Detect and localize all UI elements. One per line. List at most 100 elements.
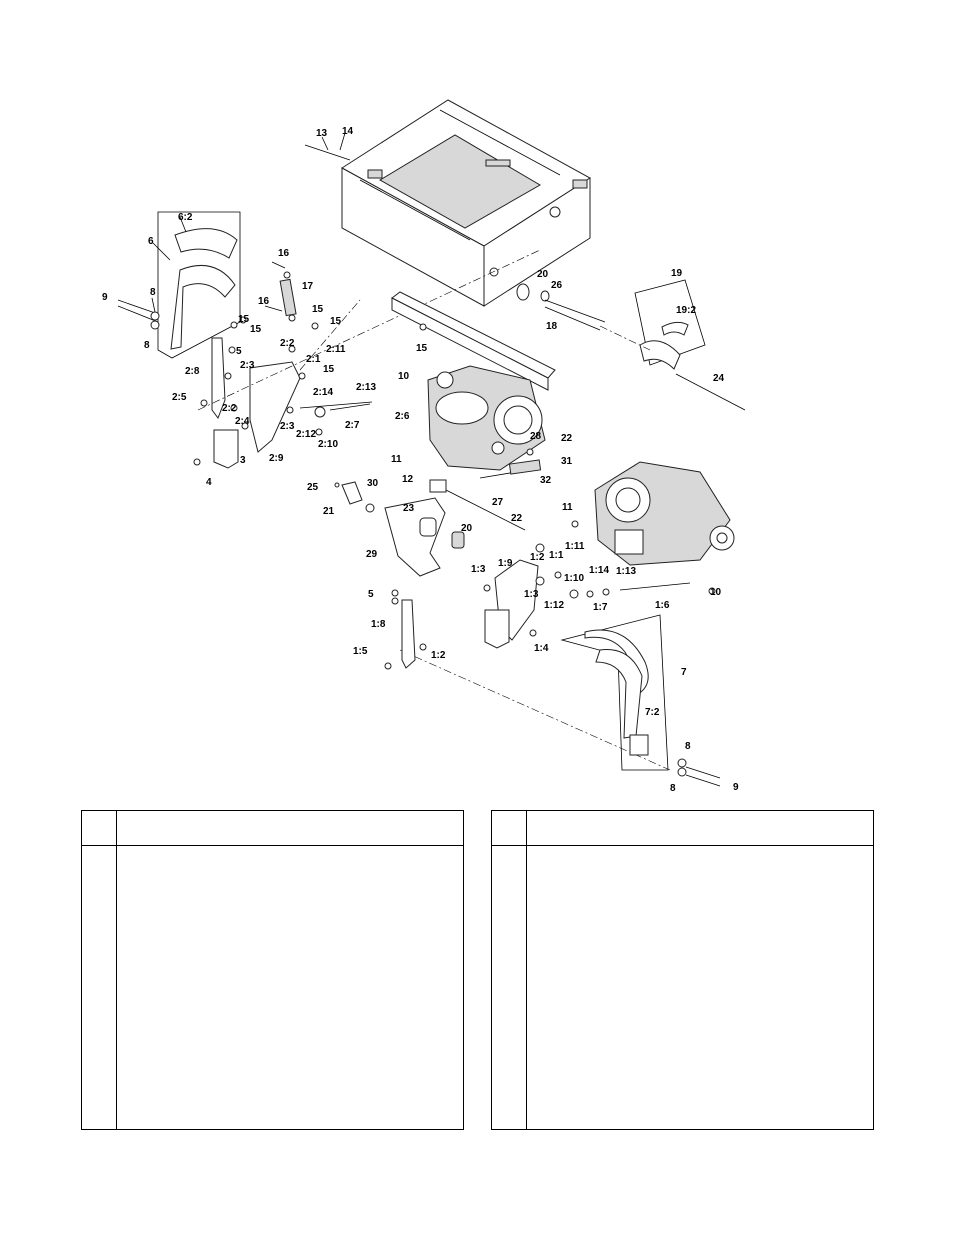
left-transmission — [427, 365, 546, 471]
callout-7-2: 7:2 — [645, 707, 660, 718]
callout-1-9: 1:9 — [498, 558, 513, 569]
callout-1-7: 1:7 — [593, 602, 608, 613]
callout-29: 29 — [366, 549, 378, 560]
callout-18: 18 — [546, 321, 558, 332]
callout-2-3: 2:3 — [240, 360, 255, 371]
callout-2-11: 2:11 — [326, 344, 346, 355]
callout-8: 8 — [685, 741, 691, 752]
rod — [304, 144, 351, 161]
callout-1-11: 1:11 — [565, 541, 585, 552]
callout-5: 5 — [236, 346, 242, 357]
callout-20: 20 — [461, 523, 473, 534]
callout-1-13: 1:13 — [616, 566, 636, 577]
callout-8: 8 — [670, 783, 676, 794]
parts-table-left — [81, 810, 464, 1130]
callout-15: 15 — [416, 343, 428, 354]
callout-27: 27 — [492, 497, 504, 508]
callout-15: 15 — [250, 324, 262, 335]
table-divider — [526, 811, 527, 1129]
callout-22: 22 — [511, 513, 523, 524]
callout-1-4: 1:4 — [534, 643, 549, 654]
callout-9: 9 — [102, 292, 108, 303]
callout-2-3: 2:3 — [280, 421, 295, 432]
callout-1-3: 1:3 — [524, 589, 539, 600]
callout-6: 6 — [148, 236, 154, 247]
callout-2-12: 2:12 — [296, 429, 316, 440]
callout-4: 4 — [206, 477, 212, 488]
callout-1-5: 1:5 — [353, 646, 368, 657]
callout-10: 10 — [710, 587, 722, 598]
callout-labels: 13 14 6:2 6 16 16 17 9 8 8 15 15 15 15 1… — [102, 126, 739, 794]
callout-13: 13 — [316, 128, 328, 139]
callout-16: 16 — [258, 296, 270, 307]
callout-11: 11 — [562, 502, 573, 513]
shock-absorber — [264, 261, 297, 322]
callout-19: 19 — [671, 268, 683, 279]
left-handle-assembly — [152, 211, 241, 359]
callout-15: 15 — [330, 316, 342, 327]
callout-10: 10 — [398, 371, 410, 382]
callout-20: 20 — [537, 269, 549, 280]
callout-2-1: 2:1 — [306, 354, 321, 365]
callout-1-2: 1:2 — [431, 650, 446, 661]
callout-14: 14 — [342, 126, 354, 137]
callout-19-2: 19:2 — [676, 305, 696, 316]
callout-1-12: 1:12 — [544, 600, 564, 611]
callout-15: 15 — [312, 304, 324, 315]
callout-2-10: 2:10 — [318, 439, 338, 450]
callout-11: 11 — [391, 454, 402, 465]
callout-31: 31 — [561, 456, 573, 467]
right-handle-assembly — [560, 614, 721, 787]
callout-24: 24 — [713, 373, 725, 384]
callout-26: 26 — [551, 280, 563, 291]
spring-rod — [429, 448, 542, 531]
callout-30: 30 — [367, 478, 379, 489]
callout-15: 15 — [238, 314, 250, 325]
callout-8: 8 — [150, 287, 156, 298]
callout-2-6: 2:6 — [395, 411, 410, 422]
callout-15: 15 — [323, 364, 335, 375]
callout-2-5: 2:5 — [172, 392, 187, 403]
left-bracket-assembly — [193, 316, 373, 469]
callout-12: 12 — [402, 474, 414, 485]
callout-7: 7 — [681, 667, 687, 678]
channel-rail — [391, 291, 556, 391]
bolt-set-left — [117, 297, 160, 330]
callout-16: 16 — [278, 248, 290, 259]
table-header — [492, 811, 873, 846]
parts-table-right — [491, 810, 874, 1130]
parts-exploded-view: 13 14 6:2 6 16 16 17 9 8 8 15 15 15 15 1… — [102, 99, 746, 794]
callout-9: 9 — [733, 782, 739, 793]
callout-2-8: 2:8 — [185, 366, 200, 377]
callout-2-2: 2:2 — [280, 338, 295, 349]
right-transmission — [594, 461, 735, 566]
callout-2-14: 2:14 — [313, 387, 333, 398]
callout-3: 3 — [240, 455, 246, 466]
callout-25: 25 — [307, 482, 319, 493]
callout-22: 22 — [561, 433, 573, 444]
callout-8: 8 — [144, 340, 150, 351]
callout-21: 21 — [323, 506, 335, 517]
table-header — [82, 811, 463, 846]
callout-17: 17 — [302, 281, 314, 292]
right-bracket-assembly — [384, 520, 716, 670]
callout-2-4: 2:4 — [235, 416, 250, 427]
frame-assembly — [341, 99, 591, 307]
callout-1-6: 1:6 — [655, 600, 670, 611]
right-rod-assembly — [516, 279, 746, 411]
callout-1-3: 1:3 — [471, 564, 486, 575]
callout-1-1: 1:1 — [549, 550, 564, 561]
callout-23: 23 — [403, 503, 415, 514]
callout-1-10: 1:10 — [564, 573, 584, 584]
callout-1-14: 1:14 — [589, 565, 609, 576]
callout-5: 5 — [368, 589, 374, 600]
pedal-bracket — [334, 481, 465, 577]
callout-1-8: 1:8 — [371, 619, 386, 630]
callout-1-2: 1:2 — [530, 552, 545, 563]
callout-2-7: 2:7 — [345, 420, 360, 431]
callout-2-9: 2:9 — [269, 453, 284, 464]
callout-28: 28 — [530, 431, 542, 442]
table-divider — [116, 811, 117, 1129]
callout-2-13: 2:13 — [356, 382, 376, 393]
callout-6-2: 6:2 — [178, 212, 193, 223]
